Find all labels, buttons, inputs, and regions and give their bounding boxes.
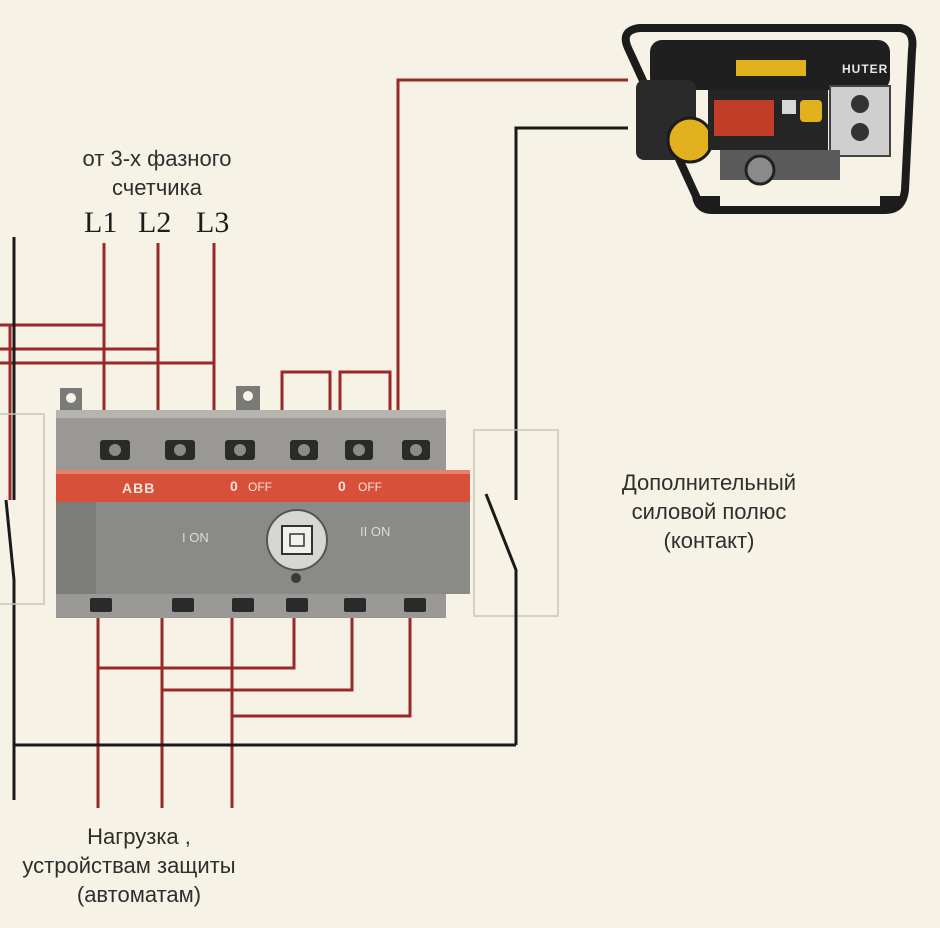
source-label: от 3-х фазного счетчика <box>40 144 274 202</box>
switch-off-label-1: OFF <box>248 480 272 494</box>
load-label-line2: устройствам защиты <box>22 853 236 878</box>
contact-label-line3: (контакт) <box>663 528 755 553</box>
switch-brand: ABB <box>122 480 156 496</box>
load-label-line3: (автоматам) <box>76 882 202 907</box>
switch-marker-2: 0 <box>338 478 346 494</box>
generator-wires <box>396 78 628 500</box>
generator-brand: HUTER <box>842 62 889 76</box>
switch-band <box>56 470 470 502</box>
left-contact-frame <box>0 413 45 605</box>
meter-input-wires <box>0 243 216 500</box>
source-label-line1: от 3-х фазного <box>82 146 232 171</box>
phase-l1: L1 <box>84 206 118 239</box>
phase-l3: L3 <box>196 206 230 239</box>
switch-pos-i: I ON <box>182 530 209 545</box>
switch-pos-ii: II ON <box>360 524 391 539</box>
switch-off-label-2: OFF <box>358 480 382 494</box>
load-label-line1: Нагрузка , <box>87 824 191 849</box>
generator-illustration <box>621 24 917 214</box>
left-neutral-lines <box>4 237 16 800</box>
aux-contact-blade <box>484 493 518 745</box>
load-label: Нагрузка , устройствам защиты (автоматам… <box>0 822 278 909</box>
phase-l2: L2 <box>138 206 172 239</box>
source-label-line2: счетчика <box>112 175 202 200</box>
contact-label: Дополнительный силовой полюс (контакт) <box>574 468 844 555</box>
changeover-switch <box>56 386 470 618</box>
gen-wire-black <box>514 126 628 500</box>
load-wires <box>96 612 412 808</box>
switch-marker-1: 0 <box>230 478 238 494</box>
gen-wire-red <box>396 78 628 412</box>
jumpers <box>280 370 392 412</box>
contact-label-line2: силовой полюс <box>631 499 787 524</box>
contact-label-line1: Дополнительный <box>621 470 797 495</box>
